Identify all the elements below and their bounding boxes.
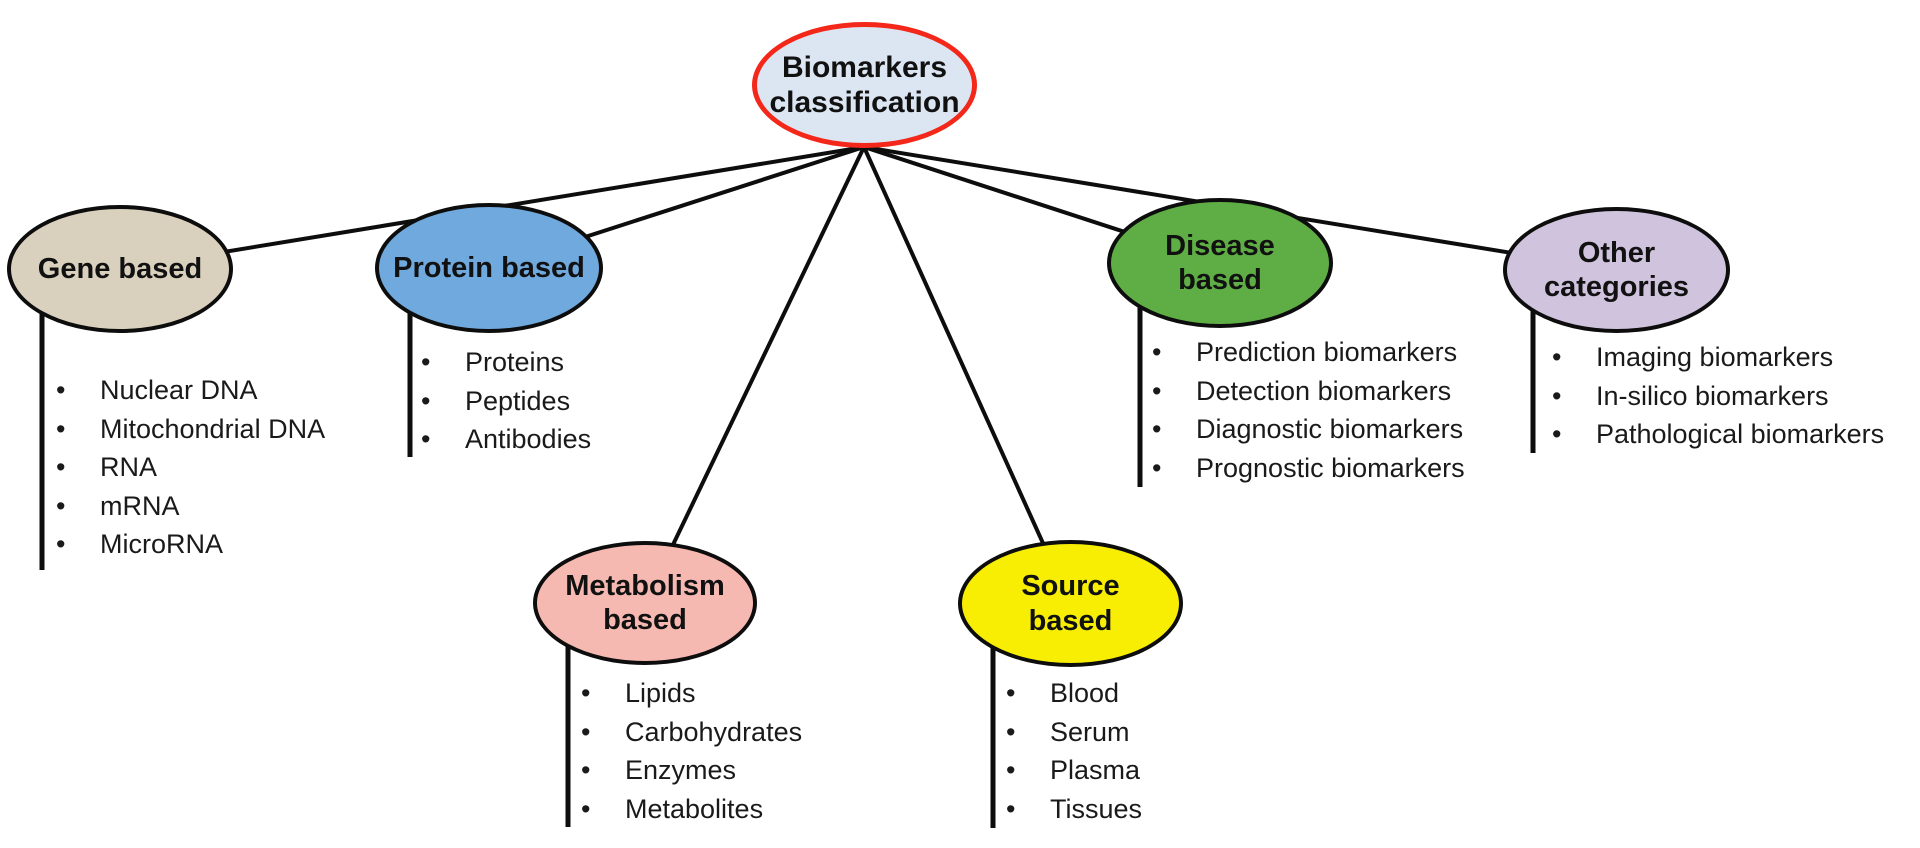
list-item: Lipids: [581, 674, 802, 713]
node-disease-based: Disease based: [1107, 198, 1333, 328]
node-gene-based: Gene based: [7, 205, 233, 333]
list-item: Tissues: [1006, 790, 1142, 829]
disease-based-list: Prediction biomarkers Detection biomarke…: [1152, 333, 1465, 487]
protein-based-list: Proteins Peptides Antibodies: [421, 343, 591, 459]
list-item: Metabolites: [581, 790, 802, 829]
source-based-list: Blood Serum Plasma Tissues: [1006, 674, 1142, 828]
other-categories-label: Other categories: [1543, 236, 1690, 303]
list-item: Proteins: [421, 343, 591, 382]
metabolism-based-list: Lipids Carbohydrates Enzymes Metabolites: [581, 674, 802, 828]
list-item: Pathological biomarkers: [1552, 415, 1884, 454]
list-item: Prognostic biomarkers: [1152, 449, 1465, 488]
list-item: Nuclear DNA: [56, 371, 325, 410]
source-based-label: Source based: [1021, 570, 1120, 637]
protein-based-label: Protein based: [393, 251, 585, 284]
list-item: Detection biomarkers: [1152, 372, 1465, 411]
metabolism-based-label: Metabolism based: [565, 569, 725, 636]
disease-based-label: Disease based: [1165, 229, 1275, 296]
node-source-based: Source based: [958, 540, 1183, 667]
list-item: RNA: [56, 448, 325, 487]
gene-based-list: Nuclear DNA Mitochondrial DNA RNA mRNA M…: [56, 371, 325, 564]
list-item: Antibodies: [421, 420, 591, 459]
list-item: Mitochondrial DNA: [56, 410, 325, 449]
list-item: Blood: [1006, 674, 1142, 713]
list-item: Imaging biomarkers: [1552, 338, 1884, 377]
list-item: In-silico biomarkers: [1552, 377, 1884, 416]
gene-based-label: Gene based: [37, 252, 203, 285]
node-metabolism-based: Metabolism based: [533, 541, 757, 665]
node-root-biomarkers-classification: Biomarkers classification: [752, 22, 977, 148]
list-item: MicroRNA: [56, 525, 325, 564]
list-item: Carbohydrates: [581, 713, 802, 752]
list-item: Serum: [1006, 713, 1142, 752]
list-item: Diagnostic biomarkers: [1152, 410, 1465, 449]
root-node-label: Biomarkers classification: [769, 50, 960, 119]
edge-root-source: [862, 146, 1072, 604]
list-item: Enzymes: [581, 751, 802, 790]
node-protein-based: Protein based: [375, 203, 603, 333]
list-item: Peptides: [421, 382, 591, 421]
node-other-categories: Other categories: [1503, 207, 1730, 333]
edge-root-metabolism: [643, 146, 866, 604]
list-item: mRNA: [56, 487, 325, 526]
list-item: Prediction biomarkers: [1152, 333, 1465, 372]
list-item: Plasma: [1006, 751, 1142, 790]
other-categories-list: Imaging biomarkers In-silico biomarkers …: [1552, 338, 1884, 454]
